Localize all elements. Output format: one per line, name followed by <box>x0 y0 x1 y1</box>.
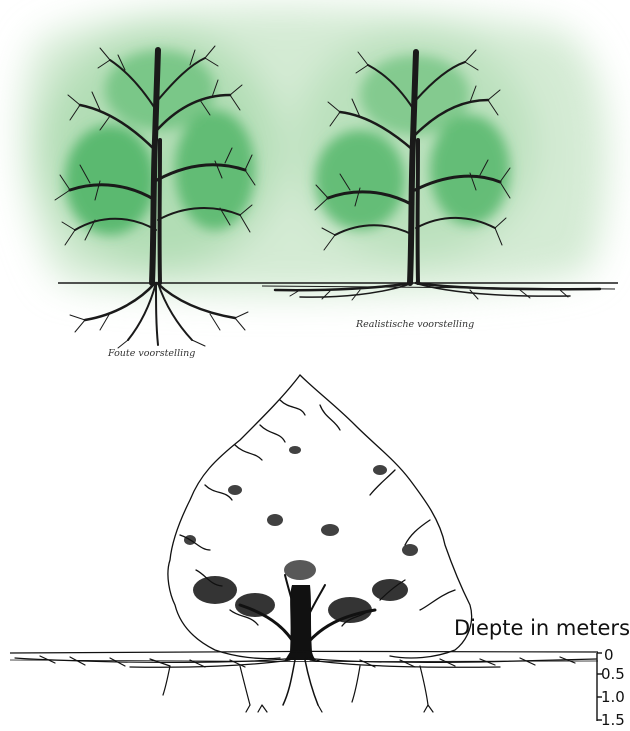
caption-wrong: Foute voorstelling <box>108 348 195 359</box>
depth-tick-label: 0.5 <box>601 667 625 682</box>
root-depth-illustration <box>0 360 630 731</box>
depth-scale-title: Diepte in meters <box>454 616 630 640</box>
tree-comparison-illustration: Realistische voorstelling Foute voorstel… <box>0 0 630 370</box>
caption-realistic: Realistische voorstelling <box>356 319 474 330</box>
depth-tick-label: 0 <box>604 648 614 663</box>
root-system <box>15 656 596 712</box>
depth-tick-label: 1.0 <box>601 690 625 705</box>
tree-comparison-drawing <box>0 0 630 370</box>
depth-tick-label: 1.5 <box>601 713 625 728</box>
root-depth-drawing <box>0 360 630 731</box>
crown-outline <box>168 375 472 659</box>
